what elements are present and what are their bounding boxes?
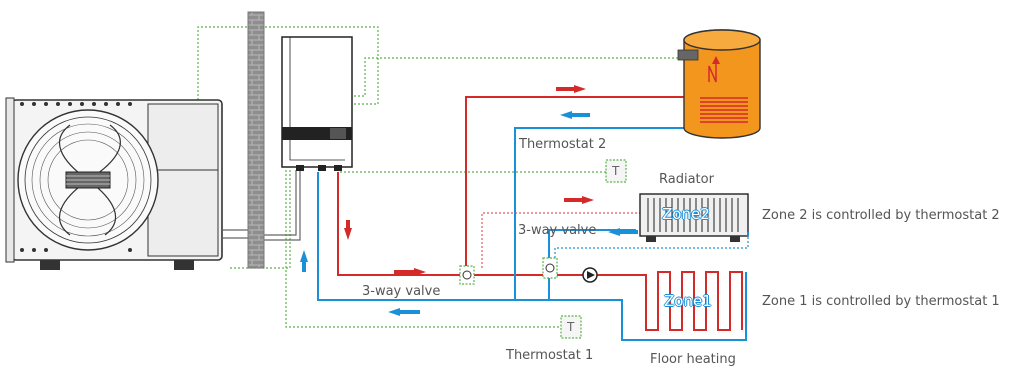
- tank-icon: [677, 29, 761, 139]
- thermostat-1-symbol: T: [567, 320, 575, 334]
- thermostat-2-label: Thermostat 2: [519, 137, 607, 152]
- valve-upper-label: 3-way valve: [518, 223, 597, 238]
- pump-icon: [582, 267, 598, 283]
- outdoor-unit-icon: [5, 97, 223, 270]
- zone2-description: Zone 2 is controlled by thermostat 2: [762, 208, 1000, 223]
- floor-heating-label: Floor heating: [650, 352, 736, 367]
- zone1-control-wire: [554, 235, 749, 258]
- radiator-label: Radiator: [659, 172, 714, 187]
- zone1-label: Zone1: [664, 292, 712, 310]
- valve-icon: [459, 257, 558, 285]
- outdoor-connection-pipes: [222, 170, 301, 241]
- cold-water-pipes: [317, 127, 747, 341]
- zone1-description: Zone 1 is controlled by thermostat 1: [762, 294, 1000, 309]
- thermostat-1-label: Thermostat 1: [506, 348, 594, 363]
- thermostat-icon: [560, 159, 627, 339]
- indoor-unit-icon: [281, 36, 353, 171]
- valve-lower-label: 3-way valve: [362, 284, 441, 299]
- zone2-control-wire: [481, 212, 640, 268]
- hot-water-pipes: [337, 96, 743, 331]
- arrow-icon: [300, 85, 638, 316]
- zone2-label: Zone2: [662, 205, 710, 223]
- wall-icon: [247, 11, 265, 269]
- thermostat-2-symbol: T: [612, 164, 620, 178]
- radiator-icon: [639, 193, 749, 242]
